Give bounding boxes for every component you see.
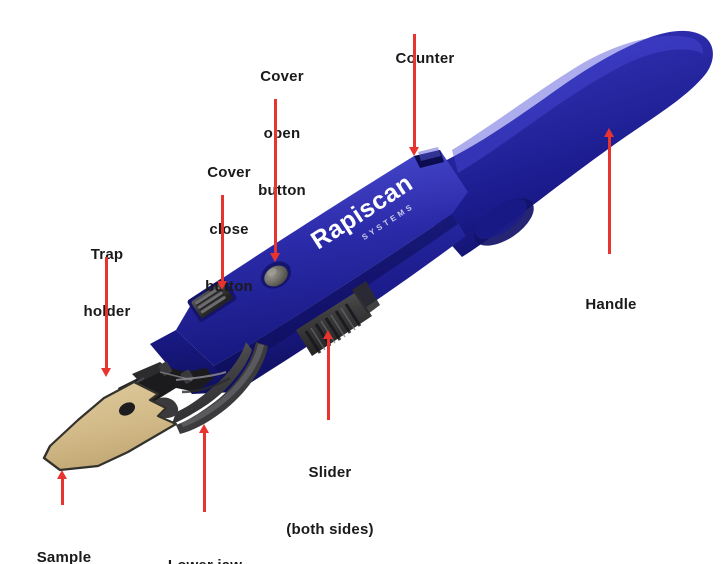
- callout-line: Slider: [308, 464, 352, 481]
- callout-label-cover-close-button: Cover close button: [186, 125, 272, 334]
- callout-leader-cover-open-button: [274, 99, 277, 253]
- callout-arrowhead-lower-jaw: [199, 424, 209, 433]
- callout-arrowhead-counter: [409, 147, 419, 156]
- callout-label-lower-jaw: Lower jaw: [146, 518, 264, 564]
- callout-label-sample-trap: Sample trap: [12, 510, 116, 564]
- callout-leader-cover-close-button: [221, 195, 224, 281]
- callout-arrowhead-sample-trap: [57, 470, 67, 479]
- lower-jaw-graphic: [172, 342, 252, 424]
- callout-label-handle: Handle: [565, 257, 657, 352]
- trap-holder-graphic: [118, 361, 214, 404]
- callout-line: Counter: [395, 50, 455, 67]
- callout-line: Lower jaw: [146, 556, 264, 564]
- callout-label-cover-open-button: Cover open button: [239, 29, 325, 238]
- callout-line: Cover: [207, 164, 251, 181]
- callout-line: Sample: [36, 549, 92, 564]
- callout-leader-trap-holder: [105, 257, 108, 368]
- callout-arrowhead-trap-holder: [101, 368, 111, 377]
- callout-line: Trap: [90, 246, 124, 263]
- callout-label-slider: Slider (both sides): [265, 425, 395, 564]
- callout-arrowhead-slider: [323, 330, 333, 339]
- callout-leader-counter: [413, 34, 416, 147]
- callout-label-counter: Counter: [373, 11, 477, 106]
- callout-leader-handle: [608, 137, 611, 254]
- callout-line: open: [263, 125, 301, 142]
- thumb-recess: [474, 198, 534, 246]
- callout-line: Cover: [260, 68, 304, 85]
- callout-line: close: [209, 221, 249, 238]
- callout-line: (both sides): [286, 521, 374, 538]
- svg-text:SYSTEMS: SYSTEMS: [360, 201, 416, 242]
- callout-line: button: [258, 182, 306, 199]
- callout-arrowhead-cover-open-button: [270, 253, 280, 262]
- lower-jaw-arm: [176, 342, 268, 434]
- sample-trap-graphic: [42, 380, 178, 472]
- callout-arrowhead-handle: [604, 128, 614, 137]
- callout-leader-sample-trap: [61, 479, 64, 505]
- callout-leader-lower-jaw: [203, 433, 206, 512]
- callout-leader-slider: [327, 339, 330, 420]
- callout-line: Handle: [585, 296, 637, 313]
- slider-graphic[interactable]: [296, 281, 380, 356]
- callout-arrowhead-cover-close-button: [217, 281, 227, 290]
- callout-line: button: [205, 278, 253, 295]
